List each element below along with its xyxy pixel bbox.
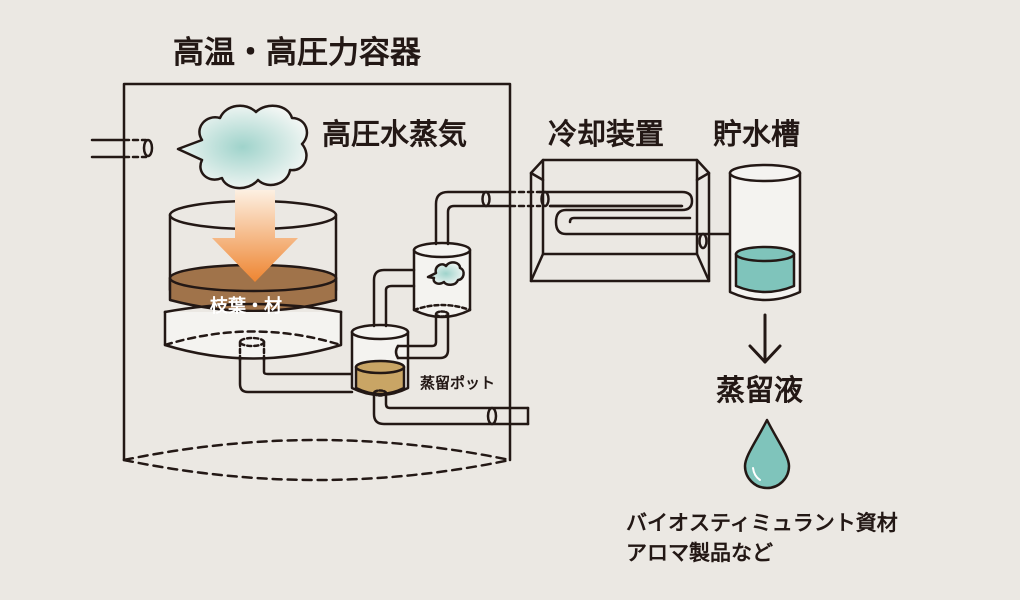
distillate-label: 蒸留液 (716, 373, 804, 407)
small-steam-icon (426, 261, 465, 286)
pot-label: 蒸留ポット (420, 374, 496, 392)
pot-outlet-pipe (372, 391, 530, 426)
return-pipe (394, 310, 450, 360)
material-label: 枝葉・材 (210, 296, 282, 317)
steam-flow-arrow (212, 190, 298, 282)
separator-cylinder (412, 241, 472, 319)
down-arrow-icon (748, 313, 782, 364)
drain-pipe (238, 336, 354, 394)
tank-label: 貯水槽 (713, 117, 801, 151)
cooler-label: 冷却装置 (548, 117, 665, 151)
material-basket (163, 199, 343, 360)
distillation-pot (350, 323, 410, 397)
water-drop-icon (743, 418, 791, 490)
uses-line-2: アロマ製品など (626, 541, 773, 566)
cooling-unit (529, 158, 746, 283)
uses-note: バイオスティミュラント資材 アロマ製品など (626, 508, 898, 569)
storage-tank (728, 163, 802, 302)
pressure-vessel (122, 82, 512, 482)
steam-inlet-pipe (90, 138, 154, 159)
pot-to-separator-pipe (372, 268, 416, 328)
separator-to-cooler-pipe (434, 190, 542, 246)
steam-label: 高圧水蒸気 (322, 117, 468, 151)
vessel-title: 高温・高圧力容器 (173, 35, 421, 71)
uses-line-1: バイオスティミュラント資材 (626, 511, 898, 535)
steam-cloud-icon (176, 104, 309, 190)
